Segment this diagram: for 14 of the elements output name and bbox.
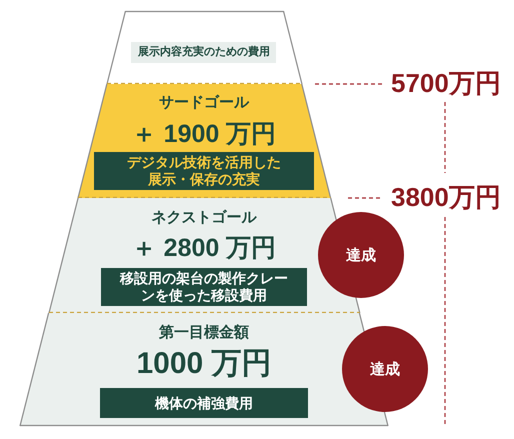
tier-heading: ネクストゴール xyxy=(151,209,256,227)
amount-text: ＋ 2800 万円 xyxy=(132,234,276,262)
description-box: デジタル技術を活用した展示・保存の充実 xyxy=(94,152,314,190)
amount-text: 1000 万円 xyxy=(136,346,272,382)
description-box: 移設用の架台の製作クレーンを使った移設費用 xyxy=(100,268,307,306)
status-circle: 達成 xyxy=(318,212,404,298)
amount-text: ＋ 1900 万円 xyxy=(132,120,276,148)
tier-heading: サードゴール xyxy=(158,94,249,112)
amount-label: 3800万円 xyxy=(391,183,501,213)
status-circle: 達成 xyxy=(342,326,428,412)
description-tag: 展示内容充実のための費用 xyxy=(131,42,276,63)
amount-label: 5700万円 xyxy=(391,69,501,99)
tier-heading: 第一目標金額 xyxy=(159,324,249,342)
description-box: 機体の補強費用 xyxy=(100,388,308,418)
